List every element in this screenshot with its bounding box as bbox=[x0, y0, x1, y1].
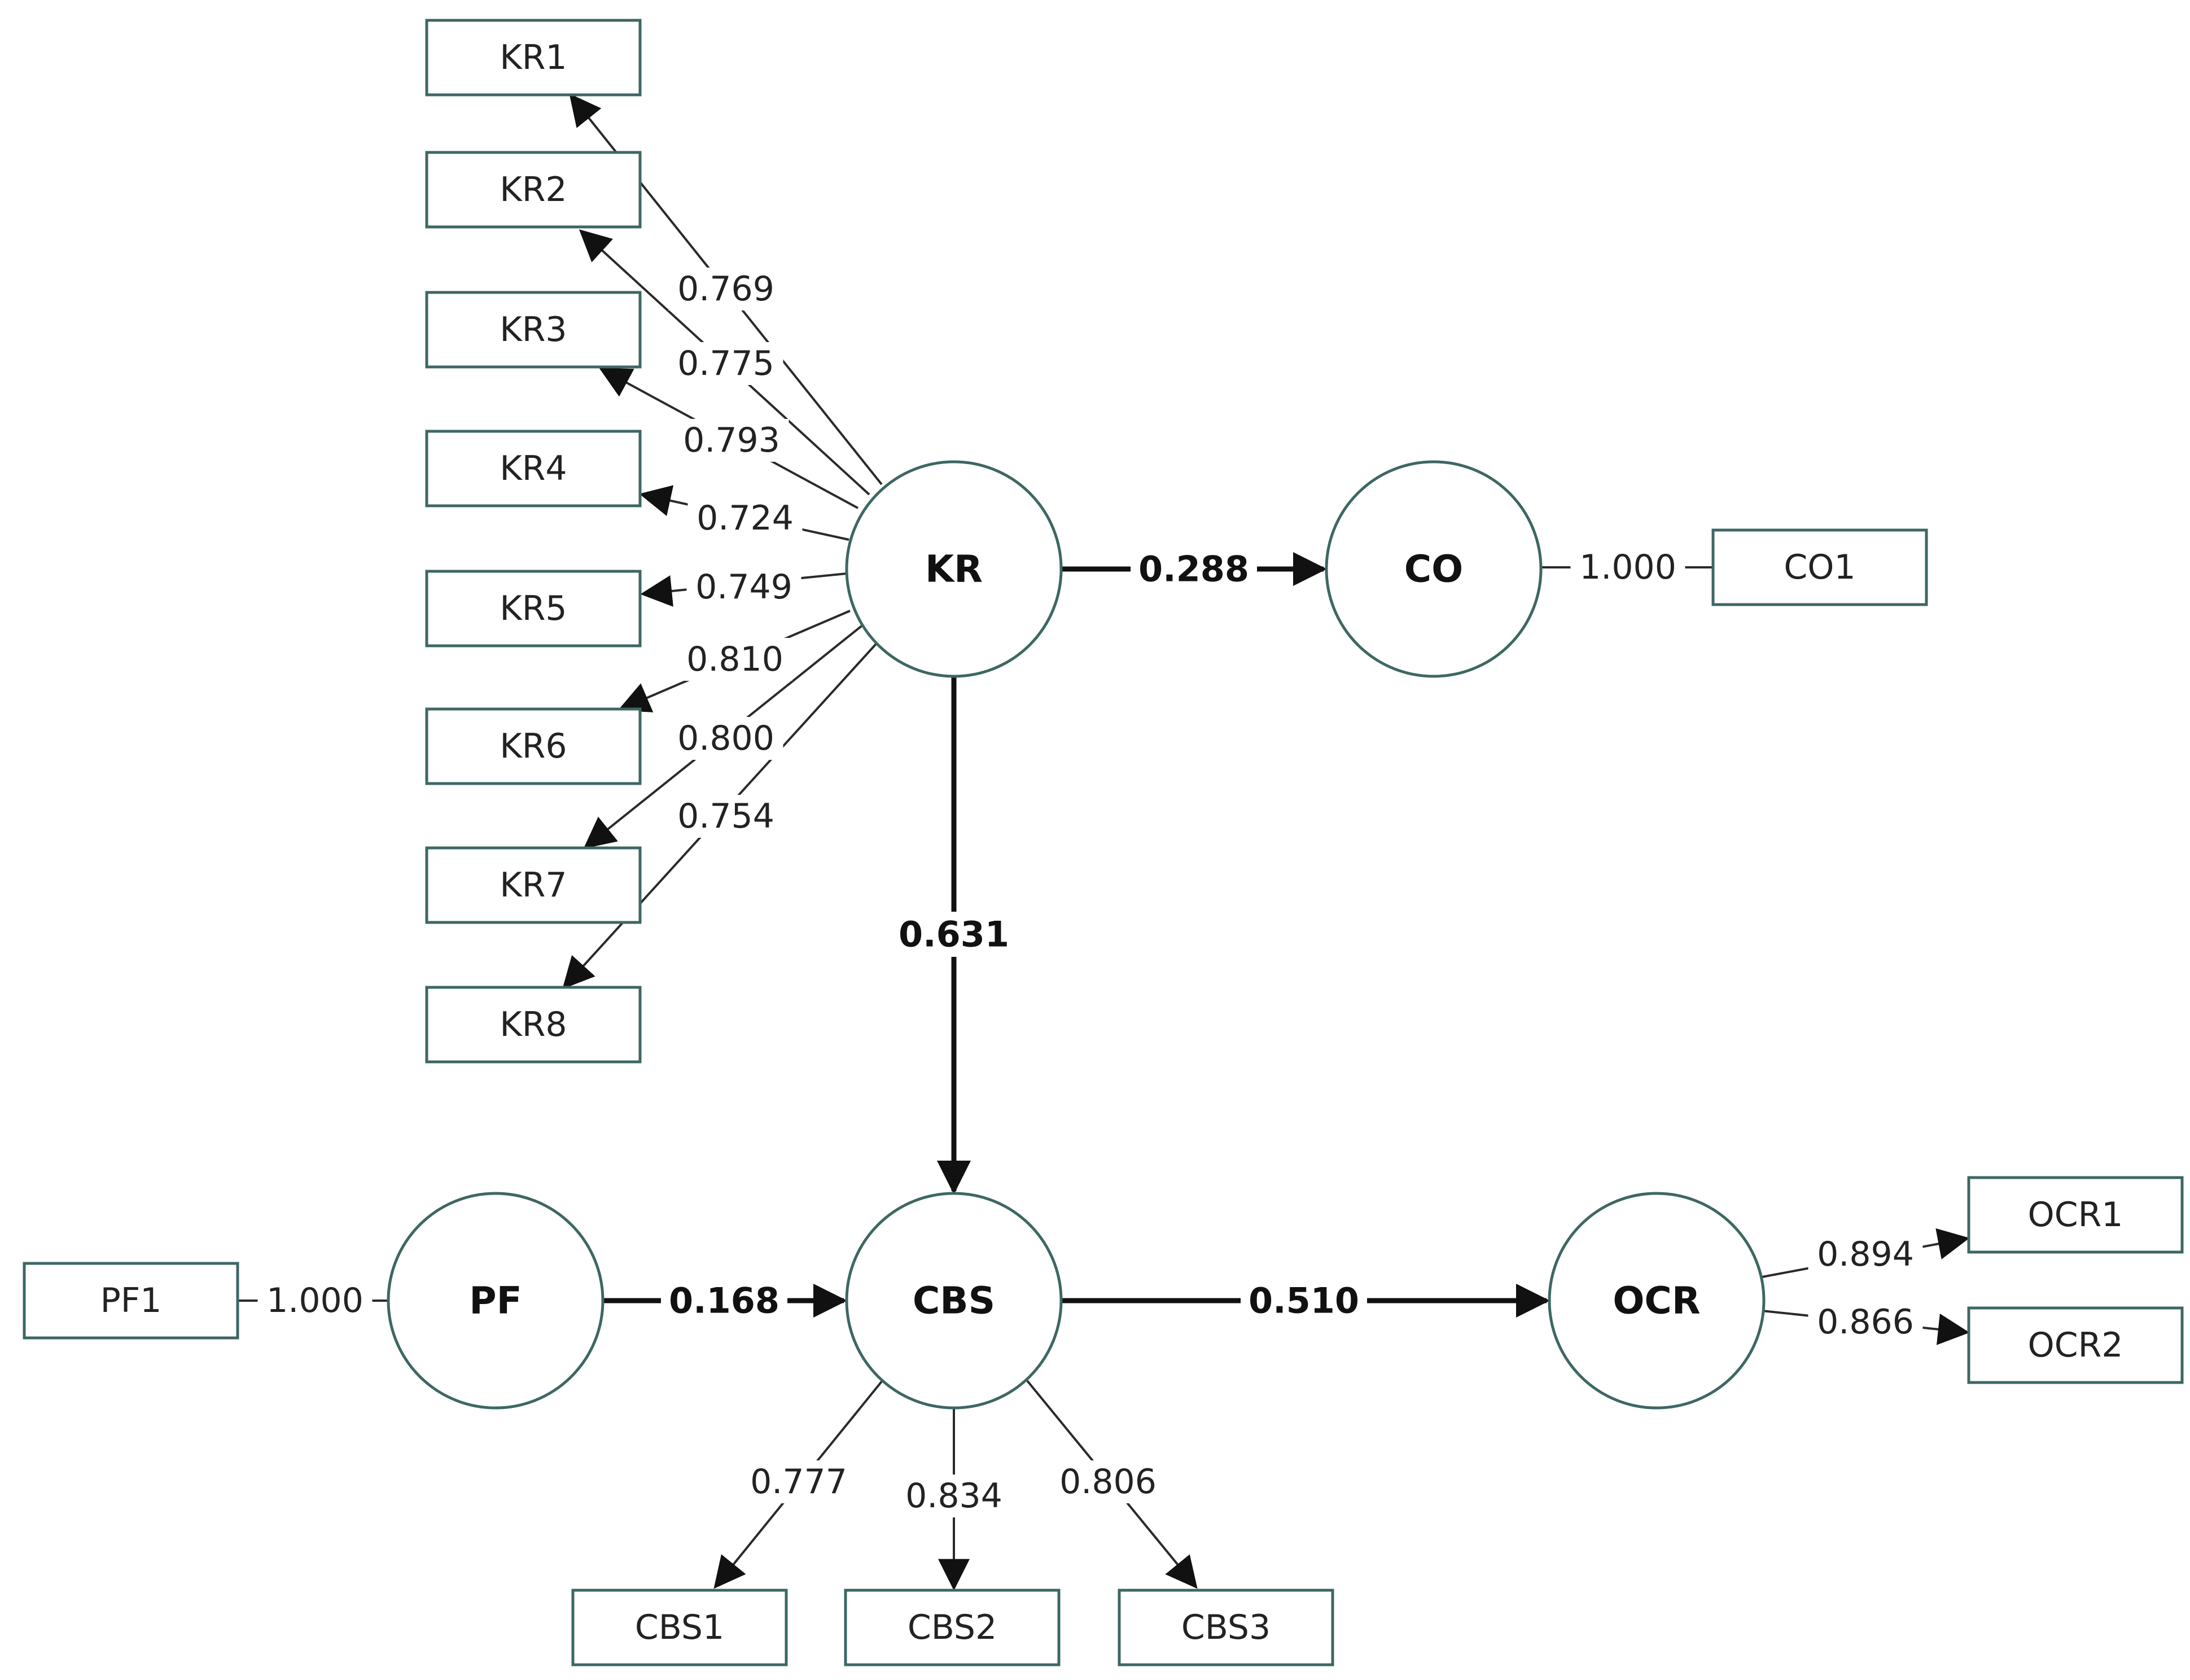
path-label-background bbox=[1241, 1278, 1367, 1323]
loading-label-background bbox=[687, 497, 803, 540]
path-coefficient-cbs-ocr: 0.510 bbox=[1249, 1280, 1359, 1322]
latent-label-cbs: CBS bbox=[913, 1279, 995, 1323]
loading-value-kr4: 0.724 bbox=[697, 498, 794, 538]
indicator-node-ocr1[interactable] bbox=[1967, 1176, 2184, 1254]
indicator-node-cbs3[interactable] bbox=[1118, 1589, 1334, 1666]
loading-label-background bbox=[686, 566, 801, 609]
loading-label-background bbox=[1570, 546, 1685, 589]
latent-node-cbs[interactable] bbox=[845, 1192, 1063, 1410]
indicator-label-ocr1: OCR1 bbox=[2028, 1195, 2123, 1235]
latent-label-kr: KR bbox=[925, 548, 983, 591]
indicator-node-cbs1[interactable] bbox=[571, 1589, 788, 1666]
path-label-background bbox=[891, 912, 1017, 957]
loading-value-kr7: 0.800 bbox=[677, 719, 774, 758]
loading-label-background bbox=[668, 717, 783, 760]
indicator-node-kr7[interactable] bbox=[425, 846, 642, 924]
indicator-node-kr6[interactable] bbox=[425, 707, 642, 785]
latent-label-pf: PF bbox=[469, 1279, 522, 1323]
path-coefficient-kr-co: 0.288 bbox=[1138, 549, 1249, 590]
indicator-label-cbs2: CBS2 bbox=[908, 1608, 997, 1647]
indicator-node-kr2[interactable] bbox=[425, 151, 642, 229]
path-coefficient-kr-cbs: 0.631 bbox=[899, 914, 1009, 955]
latent-label-co: CO bbox=[1404, 548, 1464, 591]
indicator-node-cbs2[interactable] bbox=[844, 1589, 1061, 1666]
indicator-node-kr8[interactable] bbox=[425, 986, 642, 1064]
loading-value-ocr1: 0.894 bbox=[1817, 1235, 1914, 1274]
loading-value-kr2: 0.775 bbox=[677, 344, 774, 383]
indicator-label-pf1: PF1 bbox=[100, 1281, 162, 1320]
loading-value-kr5: 0.749 bbox=[695, 567, 792, 607]
loading-value-co1: 1.000 bbox=[1579, 548, 1676, 587]
indicator-label-kr1: KR1 bbox=[500, 38, 567, 77]
latent-label-ocr: OCR bbox=[1613, 1279, 1700, 1323]
loading-value-cbs2: 0.834 bbox=[905, 1476, 1002, 1516]
latent-node-co[interactable] bbox=[1325, 460, 1543, 678]
loading-value-cbs1: 0.777 bbox=[750, 1462, 847, 1502]
indicator-label-kr2: KR2 bbox=[500, 170, 567, 209]
indicator-label-co1: CO1 bbox=[1784, 548, 1855, 587]
indicator-label-kr7: KR7 bbox=[500, 865, 567, 905]
loading-label-background bbox=[674, 419, 789, 462]
latent-node-ocr[interactable] bbox=[1548, 1192, 1766, 1410]
indicator-label-kr5: KR5 bbox=[500, 589, 567, 628]
loading-value-ocr2: 0.866 bbox=[1817, 1302, 1914, 1342]
loading-label-background bbox=[668, 795, 783, 838]
loading-label-background bbox=[668, 268, 783, 310]
loading-label-background bbox=[668, 342, 783, 385]
indicator-node-kr1[interactable] bbox=[425, 19, 642, 97]
loading-value-kr8: 0.754 bbox=[677, 797, 774, 836]
indicator-node-pf1[interactable] bbox=[23, 1262, 239, 1340]
loading-value-pf1: 1.000 bbox=[266, 1281, 363, 1320]
path-coefficient-pf-cbs: 0.168 bbox=[669, 1280, 779, 1322]
loading-label-background bbox=[741, 1460, 856, 1503]
indicator-label-kr4: KR4 bbox=[500, 449, 567, 488]
loading-label-background bbox=[1808, 1233, 1923, 1276]
latent-node-pf[interactable] bbox=[387, 1192, 605, 1410]
indicator-label-kr6: KR6 bbox=[500, 727, 567, 766]
indicator-label-cbs1: CBS1 bbox=[635, 1608, 724, 1647]
loading-value-kr6: 0.810 bbox=[686, 640, 783, 679]
path-label-background bbox=[1131, 546, 1257, 592]
path-label-background bbox=[661, 1278, 787, 1323]
loading-value-kr3: 0.793 bbox=[683, 421, 780, 460]
loading-label-background bbox=[677, 638, 792, 681]
indicator-node-kr4[interactable] bbox=[425, 430, 642, 508]
loading-value-cbs3: 0.806 bbox=[1059, 1462, 1157, 1502]
indicator-label-kr3: KR3 bbox=[500, 310, 567, 349]
loading-label-background bbox=[1050, 1460, 1166, 1503]
indicator-node-ocr2[interactable] bbox=[1967, 1306, 2184, 1384]
indicator-label-kr8: KR8 bbox=[500, 1005, 567, 1044]
indicator-node-co1[interactable] bbox=[1711, 528, 1928, 606]
latent-node-kr[interactable] bbox=[845, 460, 1063, 678]
indicator-label-cbs3: CBS3 bbox=[1181, 1608, 1271, 1647]
loading-label-background bbox=[1808, 1301, 1923, 1344]
loading-label-background bbox=[896, 1475, 1011, 1517]
loading-label-background bbox=[257, 1279, 373, 1322]
loading-value-kr1: 0.769 bbox=[677, 269, 774, 309]
indicator-label-ocr2: OCR2 bbox=[2028, 1325, 2123, 1365]
indicator-node-kr5[interactable] bbox=[425, 570, 642, 648]
indicator-node-kr3[interactable] bbox=[425, 291, 642, 369]
